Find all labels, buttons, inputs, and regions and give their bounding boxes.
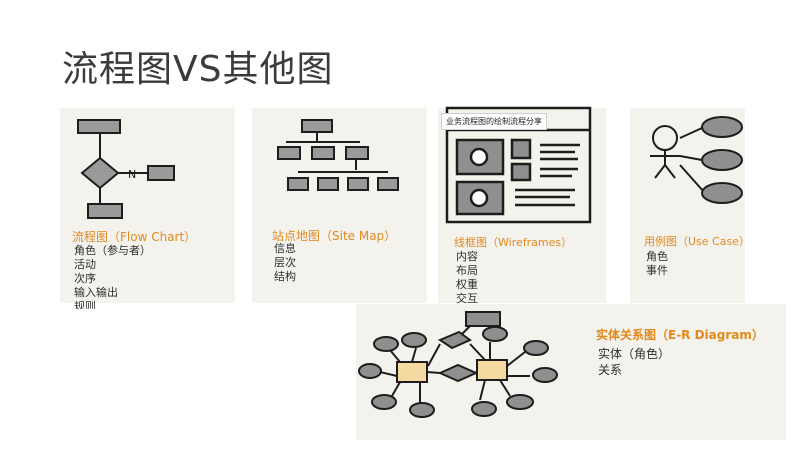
flowchart-label: 流程图（Flow Chart） bbox=[72, 230, 197, 244]
wireframe-items: 内容 布局 权重 交互 bbox=[456, 250, 478, 306]
wireframe-item: 权重 bbox=[456, 278, 478, 291]
wireframe-item: 交互 bbox=[456, 292, 478, 305]
flowchart-item: 角色（参与者） bbox=[74, 244, 151, 257]
flowchart-decision-label: N bbox=[128, 168, 136, 181]
wireframe-item: 内容 bbox=[456, 250, 478, 263]
wireframe-label: 线框图（Wireframes） bbox=[454, 236, 573, 249]
wireframe-item: 布局 bbox=[456, 264, 478, 277]
sitemap-item: 信息 bbox=[274, 242, 296, 255]
usecase-item: 角色 bbox=[646, 250, 668, 263]
sitemap-item: 层次 bbox=[274, 256, 296, 269]
sitemap-panel bbox=[252, 108, 427, 303]
flowchart-item: 规则 bbox=[74, 300, 96, 309]
usecase-item: 事件 bbox=[646, 264, 668, 277]
er-label: 实体关系图（E-R Diagram） bbox=[596, 328, 764, 342]
er-item: 实体（角色） bbox=[598, 347, 671, 361]
slide-title: 流程图VS其他图 bbox=[62, 49, 334, 90]
er-item: 关系 bbox=[598, 363, 623, 377]
usecase-label: 用例图（Use Case） bbox=[644, 235, 750, 248]
usecase-panel bbox=[630, 108, 745, 303]
flowchart-items: 角色（参与者） 活动 次序 输入输出 规则 bbox=[74, 244, 151, 309]
sitemap-label: 站点地图（Site Map） bbox=[272, 229, 397, 243]
er-items: 实体（角色） 关系 bbox=[598, 346, 670, 378]
flowchart-item: 活动 bbox=[74, 258, 96, 271]
sitemap-items: 信息 层次 结构 bbox=[274, 242, 296, 284]
tooltip: 业务流程图的绘制流程分享 bbox=[441, 113, 547, 130]
flowchart-item: 输入输出 bbox=[74, 286, 118, 299]
usecase-items: 角色 事件 bbox=[646, 250, 668, 278]
flowchart-item: 次序 bbox=[74, 272, 96, 285]
sitemap-item: 结构 bbox=[274, 270, 296, 283]
